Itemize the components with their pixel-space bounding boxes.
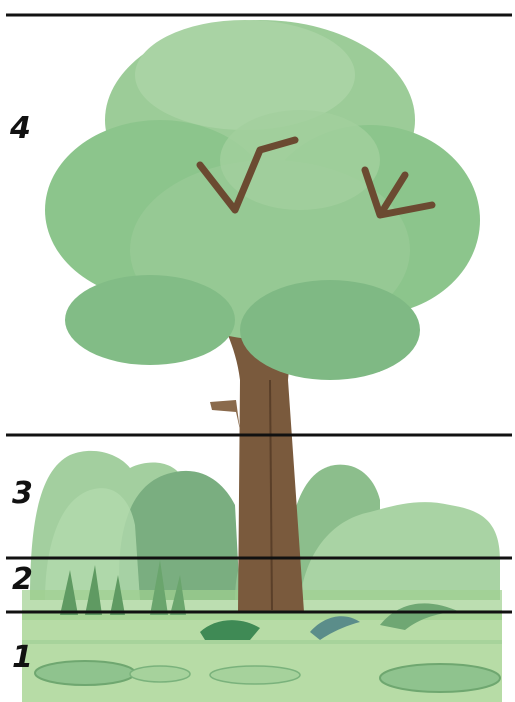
layer-label-3: 3 — [12, 479, 33, 509]
layer-label-2: 2 — [12, 565, 33, 595]
ground-layer — [22, 610, 502, 702]
layer-label-4: 4 — [10, 114, 31, 144]
layer-label-1: 1 — [12, 643, 33, 673]
